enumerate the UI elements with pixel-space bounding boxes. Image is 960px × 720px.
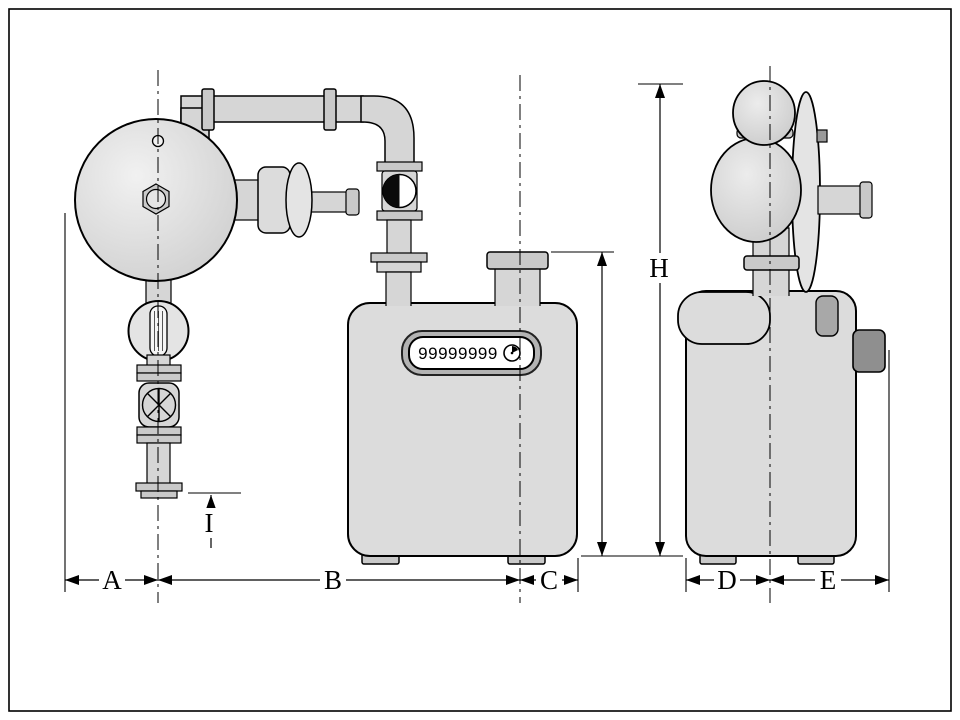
dim-label-c: C: [536, 565, 562, 595]
rim-screw: [816, 129, 828, 143]
regulator-top-cap: [732, 80, 796, 146]
top-pipe-assembly: [180, 88, 415, 170]
dim-label-b: B: [320, 565, 346, 595]
dim-label-i: I: [198, 508, 220, 538]
bottom-flange: [140, 490, 178, 499]
valve-flange: [376, 161, 423, 172]
regulator-outlet-side: [817, 185, 865, 215]
vent-outlet-pipe: [309, 191, 349, 213]
drawing-frame: [8, 8, 952, 712]
gas-meter-front: 99999999: [347, 251, 578, 565]
riser-flange: [136, 426, 182, 436]
svg-text:C: C: [540, 565, 558, 595]
front-view: 99999999: [74, 88, 578, 565]
svg-text:D: D: [717, 565, 737, 595]
ball-valve-dark-half: [383, 174, 400, 208]
vent-outlet-cap: [345, 188, 360, 216]
svg-text:H: H: [649, 253, 669, 283]
regulator-front: [74, 118, 238, 282]
dim-label-h: H: [646, 253, 672, 283]
regulator-dome-side: [710, 137, 802, 243]
dim-label-e: E: [815, 565, 841, 595]
shutoff-valve: [138, 382, 180, 428]
meter-outlet-cap: [486, 251, 549, 270]
elbow: [360, 95, 415, 170]
valve-drop-pipe: [386, 219, 412, 255]
meter-display-window: [408, 336, 535, 370]
meter-display: 99999999: [401, 330, 542, 376]
meter-top-housing: [677, 291, 771, 345]
side-pipe-flange: [743, 255, 800, 271]
regulator-center-port: [145, 188, 167, 210]
riser-assembly: [135, 354, 183, 499]
dim-label-d: D: [714, 565, 740, 595]
bottom-flange: [135, 482, 183, 492]
dim-label-a: A: [99, 565, 125, 595]
index-edge-tab: [815, 295, 839, 337]
counter-value: 99999999: [418, 344, 498, 363]
svg-text:E: E: [820, 565, 837, 595]
inlet-swivel-nut: [370, 252, 428, 263]
riser-flange: [136, 364, 182, 374]
inlet-swivel-body: [376, 261, 422, 273]
vent-cap-disc: [285, 162, 313, 238]
ball-valve: [370, 161, 428, 273]
vent-body: [257, 166, 291, 234]
pipe-flange: [201, 88, 215, 131]
meter-outlet-stub: [494, 267, 541, 306]
regulator-outlet-cap: [859, 181, 873, 219]
side-view: [677, 80, 886, 565]
pipe-flange: [323, 88, 337, 131]
riser-flange: [136, 372, 182, 382]
svg-text:I: I: [205, 508, 214, 538]
valve-flange: [376, 210, 423, 221]
dial-icon: [503, 344, 521, 362]
svg-text:B: B: [324, 565, 342, 595]
meter-side-outlet-stub: [852, 329, 886, 373]
vent-assembly: [232, 162, 360, 238]
meter-inlet-stub: [385, 271, 412, 306]
dimensions: A B C D E H I: [64, 83, 890, 595]
riser-flange: [136, 434, 182, 444]
svg-text:A: A: [102, 565, 122, 595]
centerlines: [157, 66, 771, 603]
